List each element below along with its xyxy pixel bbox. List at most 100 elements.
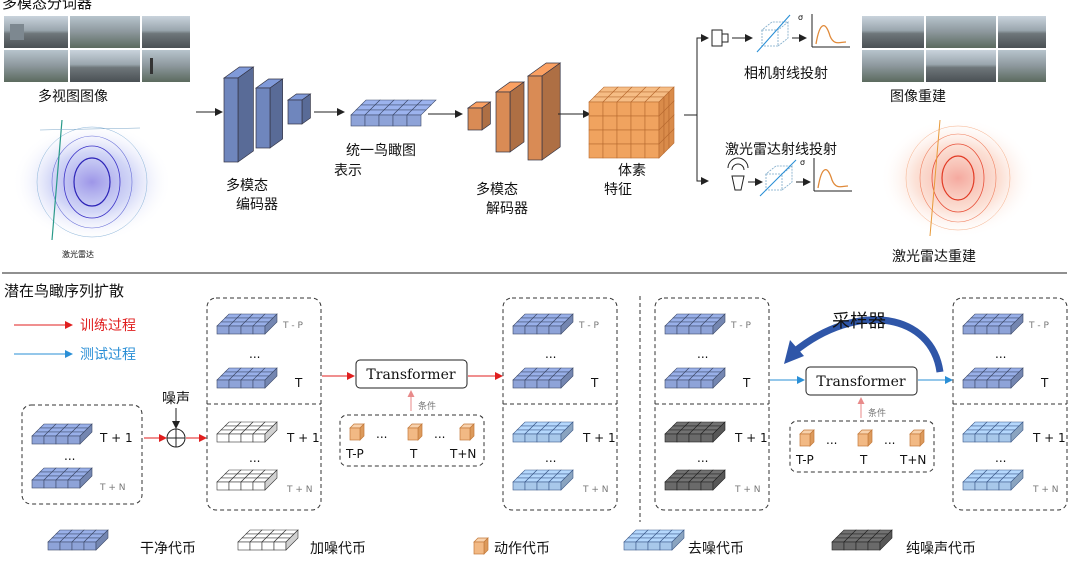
decoder-block-2 <box>494 81 526 153</box>
encoder-label-line2: 编码器 <box>236 197 278 213</box>
sigma-symbol-camera: σ <box>798 13 803 22</box>
test-in-label-t: T <box>742 376 751 390</box>
lidar-recon-label: 激光雷达重建 <box>892 248 976 265</box>
input-token-t1 <box>31 423 93 445</box>
train-in-token-t1 <box>216 421 278 443</box>
test-in-token-tp <box>664 313 726 335</box>
future-token-input-box <box>21 404 143 505</box>
test-in-label-t1: T + 1 <box>734 431 768 445</box>
lidar-input-image <box>12 119 172 242</box>
bev-token-grid <box>350 99 437 127</box>
test-action-t <box>857 429 873 447</box>
input-label-t1: T + 1 <box>99 431 133 445</box>
test-out-token-t1 <box>962 421 1024 443</box>
voxel-features <box>588 86 675 159</box>
condition-label-train: 条件 <box>418 400 436 412</box>
input-token-tn <box>31 467 93 489</box>
train-process-label: 训练过程 <box>80 318 136 334</box>
test-in-dots-top: ... <box>697 347 708 361</box>
bev-label-line1: 统一鸟瞰图 <box>346 143 416 159</box>
train-in-token-t <box>216 367 278 389</box>
test-action-dots-2: ... <box>884 433 895 447</box>
test-out-label-t1: T + 1 <box>1032 431 1066 445</box>
multiview-label: 多视图图像 <box>38 88 108 105</box>
noise-label: 噪声 <box>162 391 190 407</box>
test-action-tn <box>909 429 925 447</box>
decoder-block-1 <box>466 101 492 131</box>
test-process-label: 测试过程 <box>80 347 136 363</box>
voxel-cube <box>588 86 675 159</box>
test-out-label-tn: T + N <box>1032 485 1059 495</box>
multiview-image-input <box>4 16 190 82</box>
train-action-tp <box>349 423 365 441</box>
input-dots: ... <box>64 449 75 463</box>
test-in-label-tp: T - P <box>730 321 751 331</box>
encoder-block-2 <box>254 78 284 149</box>
token-grids: T + 1... T + N T - P... T T + 1... T + N T - P… <box>31 313 1066 495</box>
test-out-token-tp <box>962 313 1024 335</box>
test-in-token-tn <box>664 469 726 491</box>
sigma-symbol-lidar: σ <box>800 158 805 167</box>
lidar-small-label: 激光雷达 <box>62 249 94 259</box>
voxel-label-line2: 特征 <box>604 182 632 198</box>
encoder-block-3 <box>286 93 312 125</box>
test-action-label-tp: T-P <box>795 453 814 467</box>
multimodal-encoder <box>222 66 312 163</box>
test-out-dots-top: ... <box>995 347 1006 361</box>
test-action-label-t: T <box>859 453 868 467</box>
image-recon-label: 图像重建 <box>890 89 946 105</box>
transformer-train-label: Transformer <box>366 367 455 383</box>
train-out-label-t1: T + 1 <box>582 431 616 445</box>
train-action-tn <box>459 423 475 441</box>
input-label-tn: T + N <box>99 483 126 493</box>
camera-ray-label: 相机射线投射 <box>744 66 828 82</box>
action-tokens-test-box <box>789 420 935 473</box>
test-in-token-t1 <box>664 421 726 443</box>
train-in-token-tn <box>216 469 278 491</box>
transformer-test <box>805 366 918 396</box>
decoder-label-line2: 解码器 <box>486 201 528 217</box>
decoder-label-line1: 多模态 <box>476 181 518 198</box>
train-out-dots-bot: ... <box>545 451 556 465</box>
transformer-test-label: Transformer <box>816 374 905 390</box>
sampler-arrow <box>791 316 944 373</box>
train-out-token-tn <box>512 469 574 491</box>
train-out-label-tp: T - P <box>578 321 599 331</box>
image-reconstruction-output <box>862 16 1046 82</box>
train-in-dots-bot: ... <box>249 451 260 465</box>
train-out-label-tn: T + N <box>582 485 609 495</box>
lidar-ray-casting: σ <box>727 157 852 197</box>
legend-clean-token <box>47 529 109 551</box>
test-action-label-tn: T+N <box>899 453 926 467</box>
test-out-label-t: T <box>1040 376 1049 390</box>
train-out-token-t <box>512 367 574 389</box>
multimodal-decoder <box>466 62 562 161</box>
lidar-reconstruction-output <box>880 118 1036 238</box>
legend-clean-label: 干净代币 <box>140 541 196 557</box>
train-action-label-t: T <box>409 447 418 461</box>
train-in-label-t1: T + 1 <box>286 431 320 445</box>
transformer-train <box>355 359 468 389</box>
legend-action-label: 动作代币 <box>494 541 550 557</box>
legend-noisy-label: 加噪代币 <box>310 541 366 557</box>
legend-denoised-label: 去噪代币 <box>688 541 744 557</box>
train-action-label-tp: T-P <box>345 447 364 461</box>
diffusion-title: 潜在鸟瞰序列扩散 <box>4 282 124 300</box>
train-out-token-tp <box>512 313 574 335</box>
unified-bev-representation <box>350 99 437 127</box>
train-action-dots-1: ... <box>376 427 387 441</box>
legend-noisy-token <box>237 529 299 551</box>
test-in-label-tn: T + N <box>734 485 761 495</box>
train-action-dots-2: ... <box>434 427 445 441</box>
legend-denoised-token <box>623 529 685 551</box>
token-legend: 干净代币 加噪代币 动作代币 去噪代币 纯噪声代币 <box>47 529 976 557</box>
voxel-label-line1: 体素 <box>618 163 646 179</box>
train-in-dots-top: ... <box>249 347 260 361</box>
test-action-dots-1: ... <box>826 433 837 447</box>
encoder-block-1 <box>222 66 255 163</box>
lidar-ray-label: 激光雷达射线投射 <box>725 141 837 158</box>
decoder-block-3 <box>526 62 562 161</box>
legend-pure-noise-label: 纯噪声代币 <box>906 541 976 557</box>
